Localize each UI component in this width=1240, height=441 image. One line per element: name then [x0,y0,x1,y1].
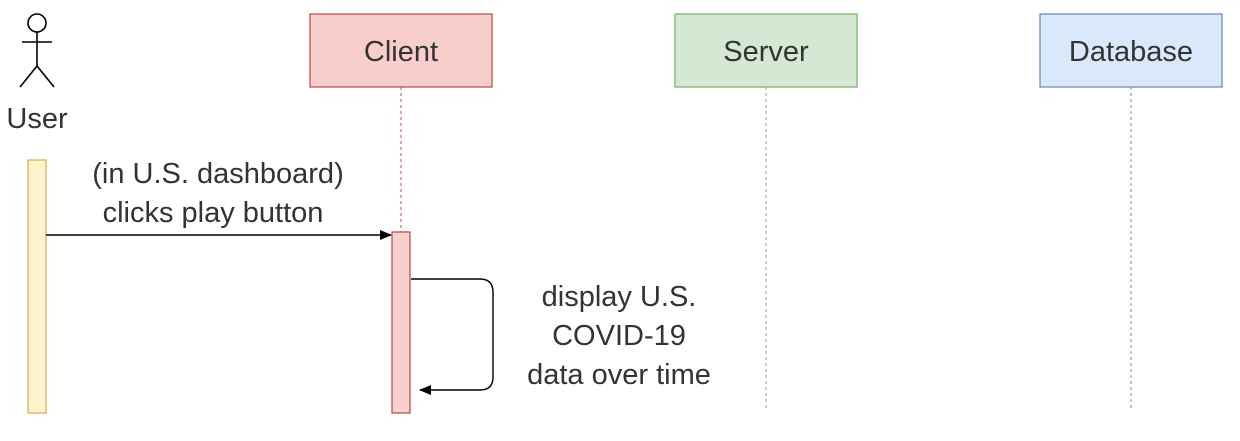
self-message-label-line-2: COVID-19 [552,320,686,352]
self-message-label-line-1: display U.S. [542,281,697,313]
database-participant-label: Database [1069,36,1193,68]
client-participant-box [309,13,493,88]
user-activation-bar [27,159,47,414]
database-participant-box [1039,13,1223,88]
message-client-self: display U.S. COVID-19 data over time [411,278,711,395]
server-participant-label: Server [723,36,809,68]
client-activation-bar [391,231,411,414]
message-label-line-2: clicks play button [103,197,324,229]
self-message-arrow [411,278,494,395]
server-participant: Server [674,13,858,88]
user-actor-icon [19,13,55,88]
client-participant-label: Client [364,36,438,68]
database-participant: Database [1039,13,1223,88]
user-actor-label: User [6,103,68,135]
message-user-to-client: (in U.S. dashboard) clicks play button [46,158,392,240]
message-label-line-1: (in U.S. dashboard) [92,158,343,190]
user-actor: User [6,13,68,135]
server-participant-box [674,13,858,88]
client-participant: Client [309,13,493,88]
self-message-label-line-3: data over time [527,359,711,391]
